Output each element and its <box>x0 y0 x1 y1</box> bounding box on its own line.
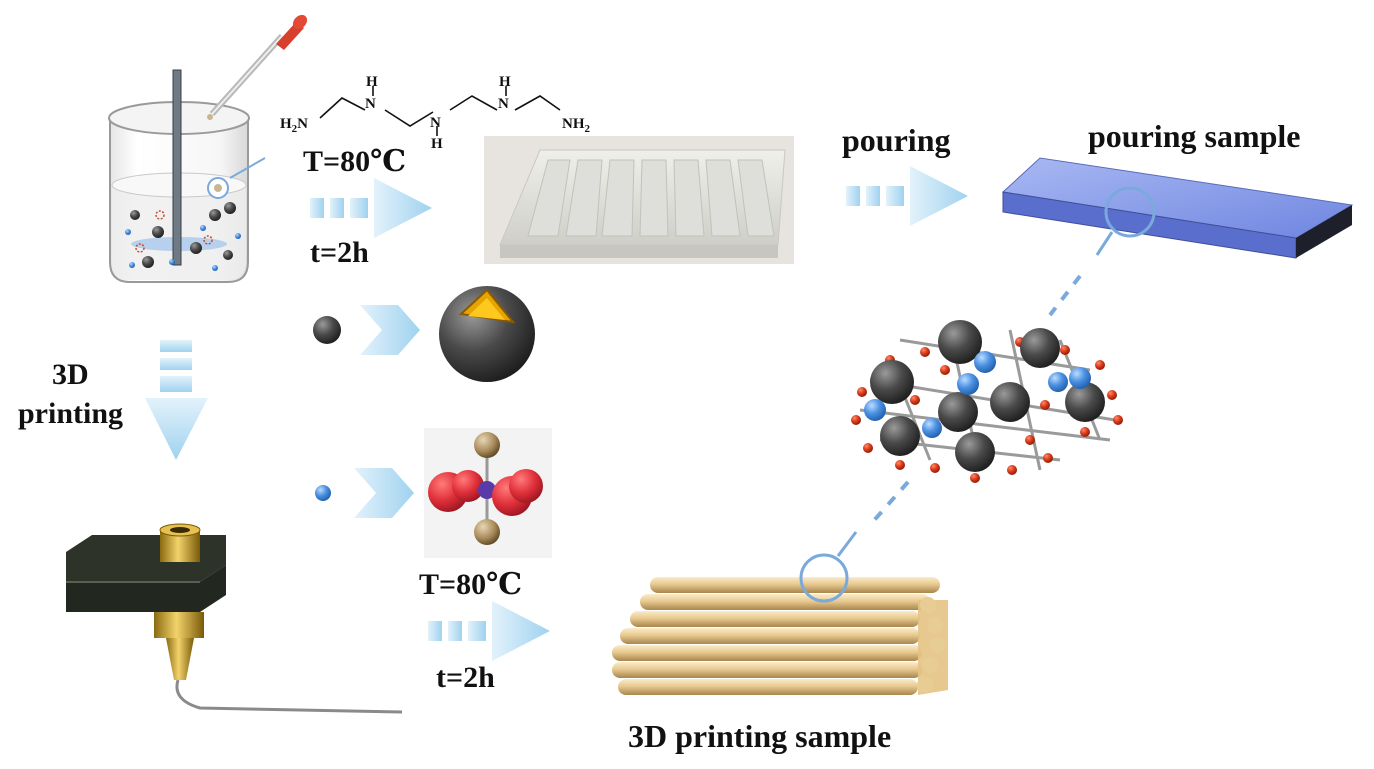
pouring-sample-label: pouring sample <box>1088 118 1301 154</box>
printing-label-line1: 3D <box>52 358 89 391</box>
arrow-bottom-right <box>428 601 550 661</box>
tepa-n-3: N <box>498 96 509 112</box>
tepa-h-3: H <box>499 74 511 90</box>
pouring-label: pouring <box>842 122 951 158</box>
printer-nozzle-icon <box>66 523 403 714</box>
metal-center-unit <box>424 428 552 558</box>
temperature-label-bottom: T=80℃ <box>419 568 523 601</box>
time-label-bottom: t=2h <box>436 661 495 694</box>
arrow-pouring <box>846 166 968 226</box>
printing-label-line2: printing <box>18 397 124 430</box>
tepa-structure <box>319 86 561 136</box>
time-label-top: t=2h <box>310 236 369 269</box>
pouring-sample-slab <box>1001 157 1354 259</box>
printing-sample-rods <box>612 577 948 695</box>
magnifier-top <box>1104 186 1156 238</box>
chevron-gray <box>360 305 420 355</box>
magnifier-bottom <box>799 553 849 603</box>
beaker-icon <box>108 69 266 283</box>
coated-particle-icon <box>439 286 535 382</box>
tepa-h-2: H <box>431 136 443 152</box>
magnifier-bottom-handle <box>836 531 858 557</box>
tepa-n-1: N <box>365 96 376 112</box>
chevron-blue <box>354 468 414 518</box>
tepa-n-2: N <box>430 115 441 131</box>
mold-image <box>484 136 794 264</box>
arrow-top-right <box>310 178 432 238</box>
lattice-blue-spheres <box>864 351 1091 438</box>
tepa-h-1: H <box>366 74 378 90</box>
pipette-icon <box>207 14 308 120</box>
printing-sample-label: 3D printing sample <box>628 718 892 754</box>
gray-particle-icon <box>313 316 341 344</box>
tepa-nh2-group: NH2 <box>562 116 591 135</box>
arrow-down-printing <box>145 340 208 460</box>
magnifier-top-handle <box>1095 231 1114 256</box>
lattice-large-spheres <box>870 320 1105 472</box>
tepa-h2n-group: H2N <box>280 116 308 135</box>
blue-particle-icon <box>315 485 331 501</box>
temperature-label-top: T=80℃ <box>303 145 407 178</box>
